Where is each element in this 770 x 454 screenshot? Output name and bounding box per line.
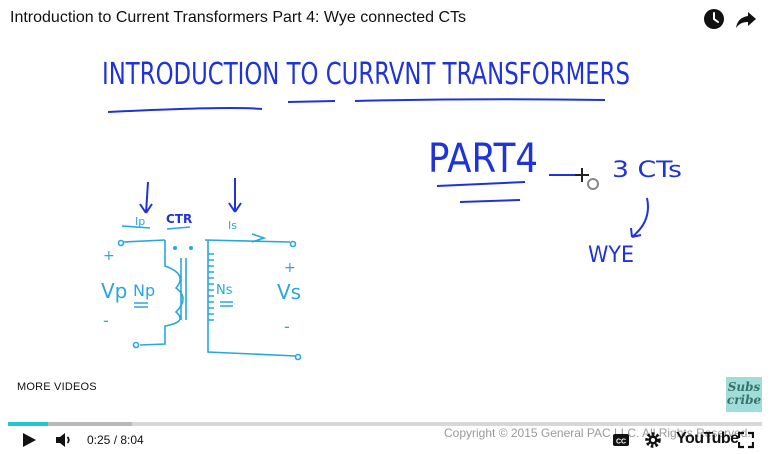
ns-label: Ns xyxy=(216,283,233,298)
primary-minus: - xyxy=(103,311,109,330)
progress-bar[interactable] xyxy=(8,422,762,426)
subscribe-button[interactable]: Subs cribe xyxy=(726,377,762,412)
cc-icon[interactable]: CC xyxy=(612,430,630,450)
ip-label: Ip xyxy=(135,215,145,228)
is-label: Is xyxy=(228,219,237,232)
vs-label: Vs xyxy=(277,280,301,304)
secondary-minus: - xyxy=(284,317,290,336)
fullscreen-icon[interactable] xyxy=(738,430,754,450)
wye-label: WYE xyxy=(588,243,634,268)
part-label: PART4 xyxy=(428,136,538,182)
whiteboard-drawing: INTRODUCTION TO CURRVNT TRANSFORMERS PAR… xyxy=(101,57,682,361)
volume-icon[interactable] xyxy=(54,430,74,450)
progress-buffered xyxy=(8,422,133,426)
video-title[interactable]: Introduction to Current Transformers Par… xyxy=(10,9,467,26)
play-icon[interactable] xyxy=(20,430,38,450)
youtube-logo[interactable]: YouTube xyxy=(676,430,739,447)
primary-plus: + xyxy=(103,248,115,264)
ct-schematic xyxy=(117,225,302,361)
down-arrow-secondary xyxy=(228,178,242,213)
arrow-to-wye xyxy=(630,197,649,238)
svg-text:CC: CC xyxy=(616,439,626,446)
share-icon[interactable] xyxy=(735,8,757,30)
np-label: Np xyxy=(133,281,155,300)
clock-icon[interactable] xyxy=(703,8,725,30)
heading-text: INTRODUCTION TO CURRVNT TRANSFORMERS xyxy=(102,57,630,92)
time-display: 0:25 / 8:04 xyxy=(87,433,144,447)
down-arrow-primary xyxy=(139,181,153,214)
secondary-plus: + xyxy=(284,260,296,276)
gear-icon[interactable] xyxy=(644,430,662,450)
more-videos-label[interactable]: MORE VIDEOS xyxy=(17,381,97,393)
vp-label: Vp xyxy=(101,279,127,303)
cursor-icon xyxy=(575,168,599,190)
copyright-text: Copyright © 2015 General PAC LLC. All Ri… xyxy=(444,426,751,440)
three-cts-label: 3 CTs xyxy=(612,158,682,183)
heading-underline xyxy=(107,107,263,113)
progress-played xyxy=(8,422,48,426)
ctr-label: CTR xyxy=(166,212,192,226)
